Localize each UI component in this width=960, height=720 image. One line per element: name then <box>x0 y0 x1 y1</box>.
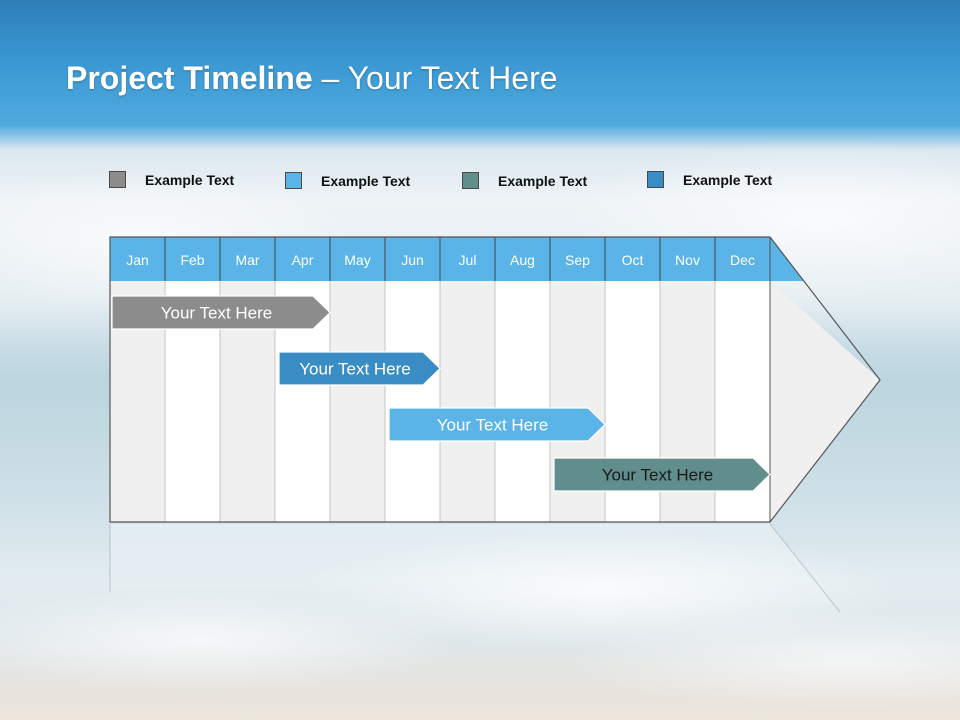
month-label: Jan <box>126 252 149 268</box>
month-header-cell <box>605 237 660 281</box>
month-label: May <box>344 252 370 268</box>
timeline-outline <box>109 236 881 523</box>
legend-label: Example Text <box>683 171 773 188</box>
legend-item-4: Example Text <box>647 171 772 188</box>
month-header-cell <box>660 237 715 281</box>
arrow-head-body <box>770 281 880 522</box>
month-header-cell <box>220 237 275 281</box>
month-header-cell <box>550 237 605 281</box>
month-header-cell <box>110 237 165 281</box>
month-label: Aug <box>510 252 535 268</box>
title-rest: – Your Text Here <box>312 60 558 96</box>
month-label: Dec <box>730 252 755 268</box>
task-arrow <box>111 295 331 330</box>
task-label: Your Text Here <box>437 416 549 435</box>
reflection-fill <box>110 524 840 612</box>
month-header-cell <box>330 237 385 281</box>
timeline-arrow-outline <box>109 236 881 523</box>
month-label: Nov <box>675 252 700 268</box>
month-label: Mar <box>235 252 259 268</box>
month-header-cell <box>165 237 220 281</box>
month-label: Oct <box>622 252 644 268</box>
slide-title: Project Timeline – Your Text Here <box>66 60 558 97</box>
timeline-header: Jan Feb Mar Apr May Jun Jul Aug Sep Oct Nov Dec <box>110 237 804 281</box>
legend-label: Example Text <box>498 172 588 189</box>
month-label: Apr <box>292 252 314 268</box>
reflection-edge-right <box>769 523 841 613</box>
task-label: Your Text Here <box>299 360 411 379</box>
task-bar: Your Text Here <box>553 457 771 492</box>
timeline-reflection <box>109 523 841 613</box>
title-bold: Project Timeline <box>66 60 313 96</box>
month-column <box>495 281 550 522</box>
month-header-cell <box>275 237 330 281</box>
legend-swatch-light-blue <box>285 172 302 189</box>
legend-swatch-blue <box>647 171 664 188</box>
month-label: Sep <box>565 252 590 268</box>
task-bar: Your Text Here <box>111 295 331 330</box>
month-label: Jun <box>401 252 424 268</box>
legend-item-2: Example Text <box>285 172 410 189</box>
month-header-cell <box>495 237 550 281</box>
legend-item-3: Example Text <box>462 172 587 189</box>
legend-label: Example Text <box>321 172 411 189</box>
month-header-cell <box>440 237 495 281</box>
task-label: Your Text Here <box>602 466 714 485</box>
month-column <box>440 281 495 522</box>
month-column <box>385 281 440 522</box>
legend-swatch-teal <box>462 172 479 189</box>
task-arrow <box>553 457 771 492</box>
task-bar: Your Text Here <box>388 407 606 442</box>
legend-swatch-gray <box>109 171 126 188</box>
task-arrow <box>278 351 441 386</box>
legend-label: Example Text <box>145 171 235 188</box>
month-label: Jul <box>459 252 477 268</box>
month-column <box>330 281 385 522</box>
task-bar: Your Text Here <box>278 351 441 386</box>
month-header-cell <box>715 237 770 281</box>
task-label: Your Text Here <box>161 304 273 323</box>
legend-item-1: Example Text <box>109 171 234 188</box>
month-header-cell <box>385 237 440 281</box>
task-arrow <box>388 407 606 442</box>
month-label: Feb <box>180 252 204 268</box>
